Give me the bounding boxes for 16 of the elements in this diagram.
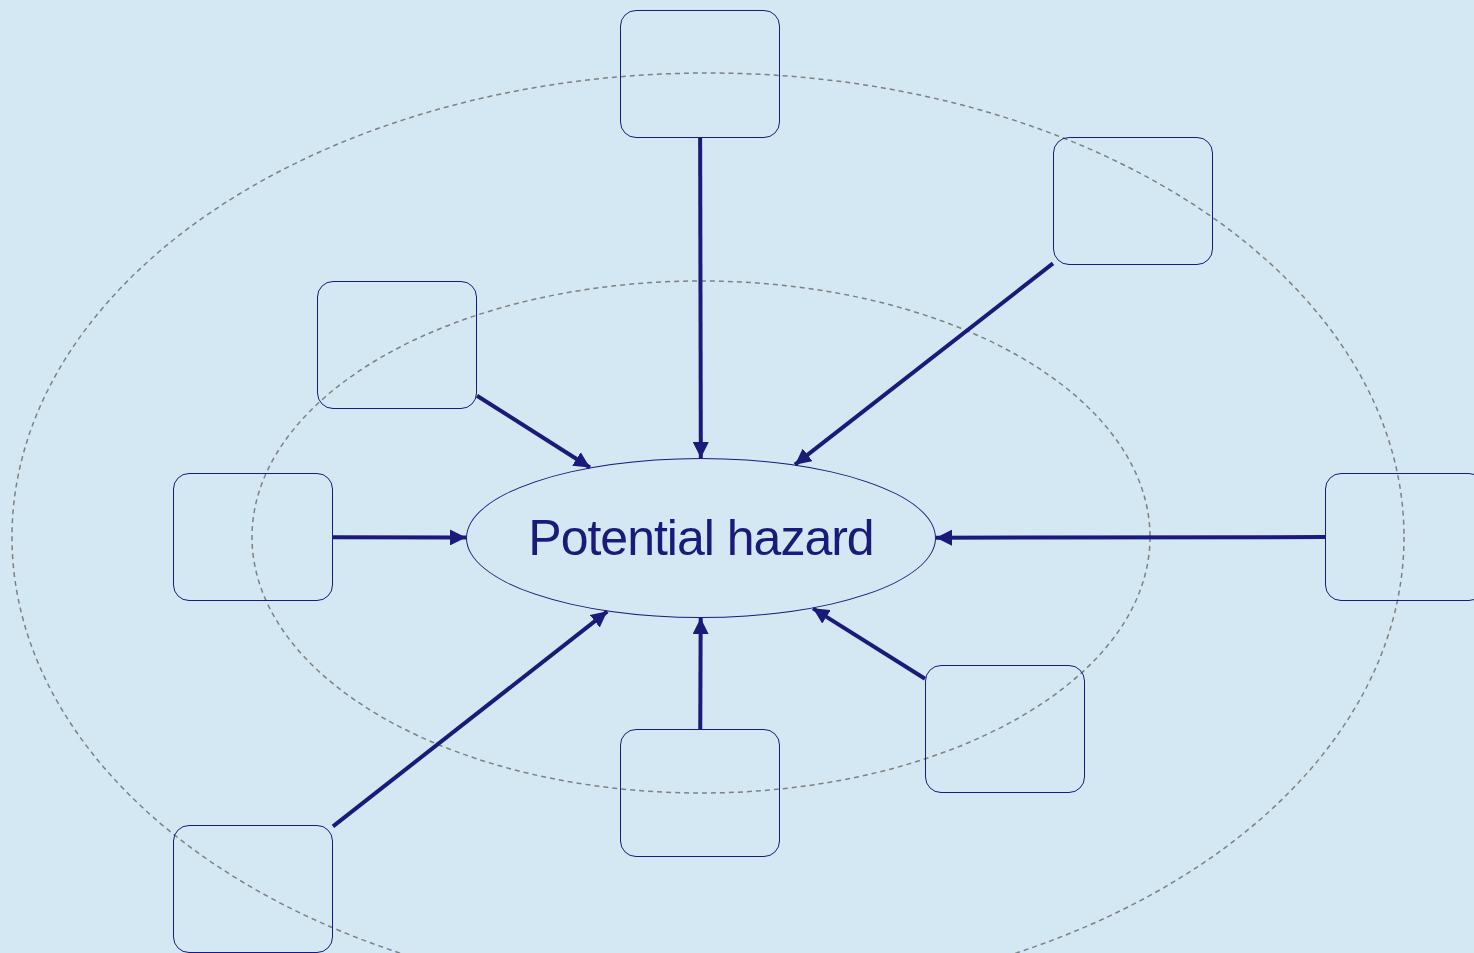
arrow [331, 609, 609, 828]
arrow [475, 394, 592, 470]
empty-box [173, 825, 333, 953]
arrow [692, 138, 709, 458]
empty-box [620, 729, 780, 857]
arrow [692, 618, 709, 729]
arrow [333, 529, 466, 546]
node-label: Potential hazard [528, 509, 874, 567]
empty-box [620, 10, 780, 138]
arrow [936, 529, 1325, 546]
arrow [793, 261, 1055, 467]
empty-box [173, 473, 333, 601]
empty-box [1053, 137, 1213, 265]
empty-box [317, 281, 477, 409]
empty-box [925, 665, 1085, 793]
arrow [811, 606, 927, 681]
